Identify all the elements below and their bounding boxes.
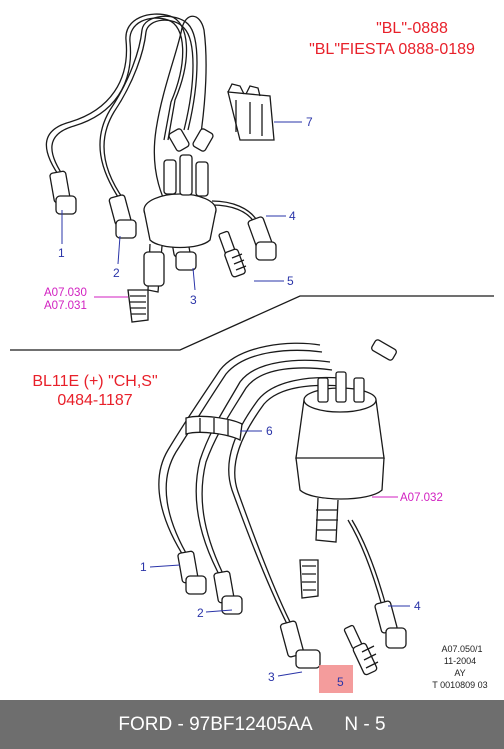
bottom-distributor: [295, 339, 397, 599]
top-callout-2: 2: [113, 266, 120, 280]
stamp-line4: T 0010809 03: [432, 680, 487, 690]
stamp-line3: AY: [454, 668, 465, 678]
section-divider: [10, 295, 494, 351]
top-title-line1: "BL"-0888: [376, 20, 448, 37]
top-callout-3: 3: [190, 293, 197, 307]
top-callout-7: 7: [306, 115, 313, 129]
highlight-box: [319, 665, 353, 693]
bottom-wire-separator: [185, 415, 243, 441]
bottom-callout-5: 5: [337, 675, 344, 689]
bottom-callout-4: 4: [414, 599, 421, 613]
top-callout-1: 1: [58, 246, 65, 260]
bottom-callout-2: 2: [197, 606, 204, 620]
top-spark-plug: [218, 230, 247, 278]
footer-gap: [313, 714, 345, 736]
stamp-line1: A07.050/1: [441, 644, 482, 654]
parts-diagram: "BL"-0888 "BL"FIESTA 0888-0189: [10, 13, 494, 693]
bottom-callout-1: 1: [140, 560, 147, 574]
bottom-title-line2: 0484-1187: [57, 392, 132, 409]
top-callout-5: 5: [287, 274, 294, 288]
top-wire-separator: [227, 83, 275, 141]
bottom-callout-6: 6: [266, 424, 273, 438]
bottom-ref: A07.032: [400, 492, 443, 504]
footer-part-number: FORD - 97BF12405AA: [118, 713, 313, 735]
stamp-line2: 11-2004: [444, 656, 476, 666]
top-ref-line1: A07.030: [44, 287, 87, 299]
bottom-spark-plug: [343, 624, 379, 676]
bottom-wire-boots: [177, 550, 407, 669]
top-title-line2: "BL"FIESTA 0888-0189: [309, 41, 475, 58]
bottom-title-line1: BL11E (+) "CH,S": [32, 373, 157, 390]
top-callout-4: 4: [289, 209, 296, 223]
bottom-callout-3: 3: [268, 670, 275, 684]
top-distributor: [127, 128, 217, 323]
top-ignition-wires: [45, 13, 259, 233]
footer-page: N - 5: [344, 713, 386, 735]
top-ref-line2: A07.031: [44, 300, 87, 312]
footer-bar: FORD - 97BF12405AA N - 5: [0, 700, 504, 749]
